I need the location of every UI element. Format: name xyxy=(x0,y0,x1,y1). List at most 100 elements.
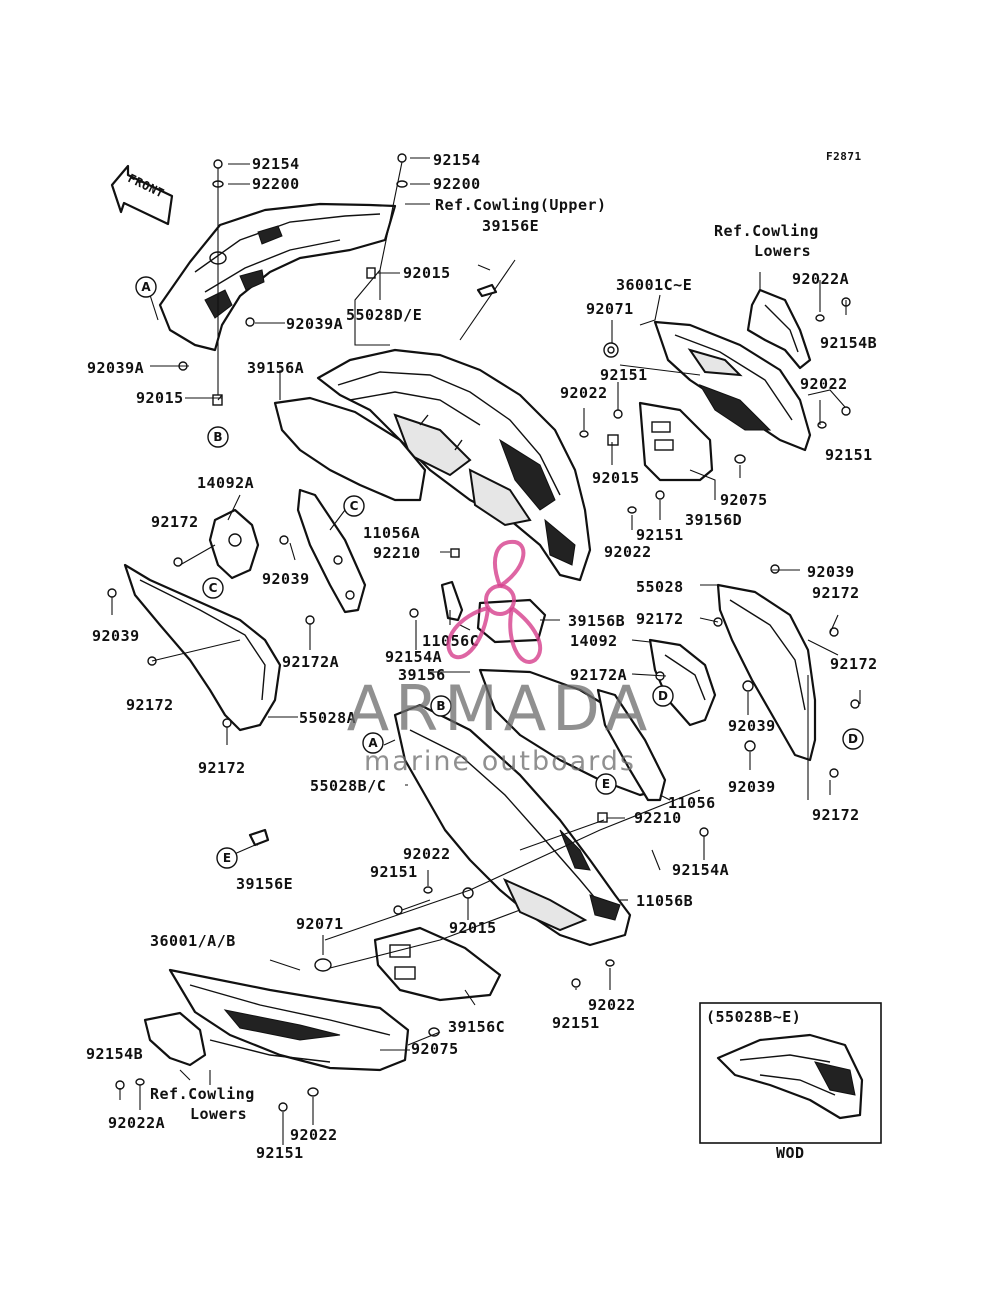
callout-b-top: B xyxy=(207,426,229,448)
side-panel-55028de xyxy=(316,348,592,582)
label-92039: 92039 xyxy=(728,778,776,796)
label-92022: 92022 xyxy=(560,384,608,402)
upper-inner-cowl xyxy=(158,202,397,352)
svg-text:D: D xyxy=(848,732,858,746)
label-36001c-e: 36001C~E xyxy=(616,276,692,294)
label-92172: 92172 xyxy=(198,759,246,777)
label-55028a: 55028A xyxy=(299,709,356,727)
label-92154a: 92154A xyxy=(385,648,442,666)
label-92172: 92172 xyxy=(636,610,684,628)
label-14092: 14092 xyxy=(570,632,618,650)
label-92039: 92039 xyxy=(728,717,776,735)
part-labels: 92154 92200 92154 92200 Ref.Cowling(Uppe… xyxy=(86,151,878,1162)
brand-logo-icon xyxy=(446,539,542,664)
pad-39156c xyxy=(373,926,502,1002)
label-92172: 92172 xyxy=(812,584,860,602)
lower-panel-36001ce xyxy=(653,320,812,452)
bracket-11056a xyxy=(296,488,367,614)
label-92071: 92071 xyxy=(586,300,634,318)
label-39156c: 39156C xyxy=(448,1018,505,1036)
watermark-brand: ARMADA xyxy=(347,672,653,745)
callout-c-left: C xyxy=(202,577,224,599)
watermark-tagline: marine outboards xyxy=(364,746,636,777)
bracket-11056c xyxy=(440,580,464,622)
label-39156: 39156 xyxy=(398,666,446,684)
bracket-bottom-left xyxy=(143,1011,207,1067)
label-11056a: 11056A xyxy=(363,524,420,542)
label-ref-cowling-upper: Ref.Cowling(Upper) xyxy=(435,196,607,214)
label-39156e: 39156E xyxy=(482,217,539,235)
callout-b-mid: B xyxy=(430,695,452,717)
bracket-11056 xyxy=(596,688,667,802)
label-ref-cowling: Ref.Cowling xyxy=(714,222,819,240)
side-panel-55028a xyxy=(123,563,282,732)
pad-39156e-bottom xyxy=(248,828,270,847)
label-39156b: 39156B xyxy=(568,612,625,630)
label-92022a: 92022A xyxy=(792,270,849,288)
label-92015: 92015 xyxy=(592,469,640,487)
svg-text:E: E xyxy=(602,777,610,791)
pad-39156e-top xyxy=(476,283,498,298)
label-92151: 92151 xyxy=(825,446,873,464)
label-11056b: 11056B xyxy=(636,892,693,910)
label-39156a: 39156A xyxy=(247,359,304,377)
svg-text:A: A xyxy=(141,280,151,294)
label-92172: 92172 xyxy=(830,655,878,673)
label-92172: 92172 xyxy=(812,806,860,824)
inset-variant-box: (55028B~E) WOD xyxy=(699,1002,882,1162)
callout-a-top: A xyxy=(135,276,157,298)
label-92071: 92071 xyxy=(296,915,344,933)
label-92039a: 92039A xyxy=(286,315,343,333)
label-92022: 92022 xyxy=(403,845,451,863)
label-92154: 92154 xyxy=(252,155,300,173)
label-92039a: 92039A xyxy=(87,359,144,377)
label-39156e: 39156E xyxy=(236,875,293,893)
label-92172: 92172 xyxy=(151,513,199,531)
callout-a-mid: A xyxy=(362,732,384,754)
label-92015: 92015 xyxy=(449,919,497,937)
label-92154b: 92154B xyxy=(86,1045,143,1063)
side-panel-55028bc xyxy=(393,703,632,947)
label-92200: 92200 xyxy=(433,175,481,193)
label-92039: 92039 xyxy=(807,563,855,581)
callout-e-bottom: E xyxy=(216,847,238,869)
label-39156d: 39156D xyxy=(685,511,742,529)
callout-d-right: D xyxy=(842,728,864,750)
label-92151: 92151 xyxy=(600,366,648,384)
label-92172a: 92172A xyxy=(570,666,627,684)
svg-text:B: B xyxy=(213,430,222,444)
label-92151: 92151 xyxy=(636,526,684,544)
label-lowers: Lowers xyxy=(754,242,811,260)
label-92154b: 92154B xyxy=(820,334,877,352)
front-direction-arrow: FRONT xyxy=(110,164,174,226)
label-55028bc: 55028B/C xyxy=(310,777,386,795)
lower-panel-36001ab xyxy=(168,968,410,1072)
label-55028de: 55028D/E xyxy=(346,306,422,324)
label-11056: 11056 xyxy=(668,794,716,812)
callout-e-mid: E xyxy=(595,773,617,795)
inset-title: (55028B~E) xyxy=(706,1008,801,1026)
svg-text:A: A xyxy=(368,736,378,750)
label-92075: 92075 xyxy=(411,1040,459,1058)
label-92039: 92039 xyxy=(262,570,310,588)
fasteners xyxy=(107,153,860,1112)
label-92210: 92210 xyxy=(373,544,421,562)
label-14092a: 14092A xyxy=(197,474,254,492)
svg-text:C: C xyxy=(209,581,218,595)
svg-text:E: E xyxy=(223,851,231,865)
label-92022a: 92022A xyxy=(108,1114,165,1132)
label-92151: 92151 xyxy=(370,863,418,881)
figure-code: F2871 xyxy=(826,150,862,163)
label-92015: 92015 xyxy=(403,264,451,282)
label-92022: 92022 xyxy=(800,375,848,393)
pad-39156d xyxy=(638,401,714,482)
label-92154a: 92154A xyxy=(672,861,729,879)
callout-c-top: C xyxy=(343,495,365,517)
label-92075: 92075 xyxy=(720,491,768,509)
watermark: ARMADA marine outboards xyxy=(347,539,653,777)
bracket-top-right xyxy=(746,288,812,370)
inset-caption: WOD xyxy=(776,1144,805,1162)
label-ref-cowling: Ref.Cowling xyxy=(150,1085,255,1103)
label-92154: 92154 xyxy=(433,151,481,169)
label-92172a: 92172A xyxy=(282,653,339,671)
